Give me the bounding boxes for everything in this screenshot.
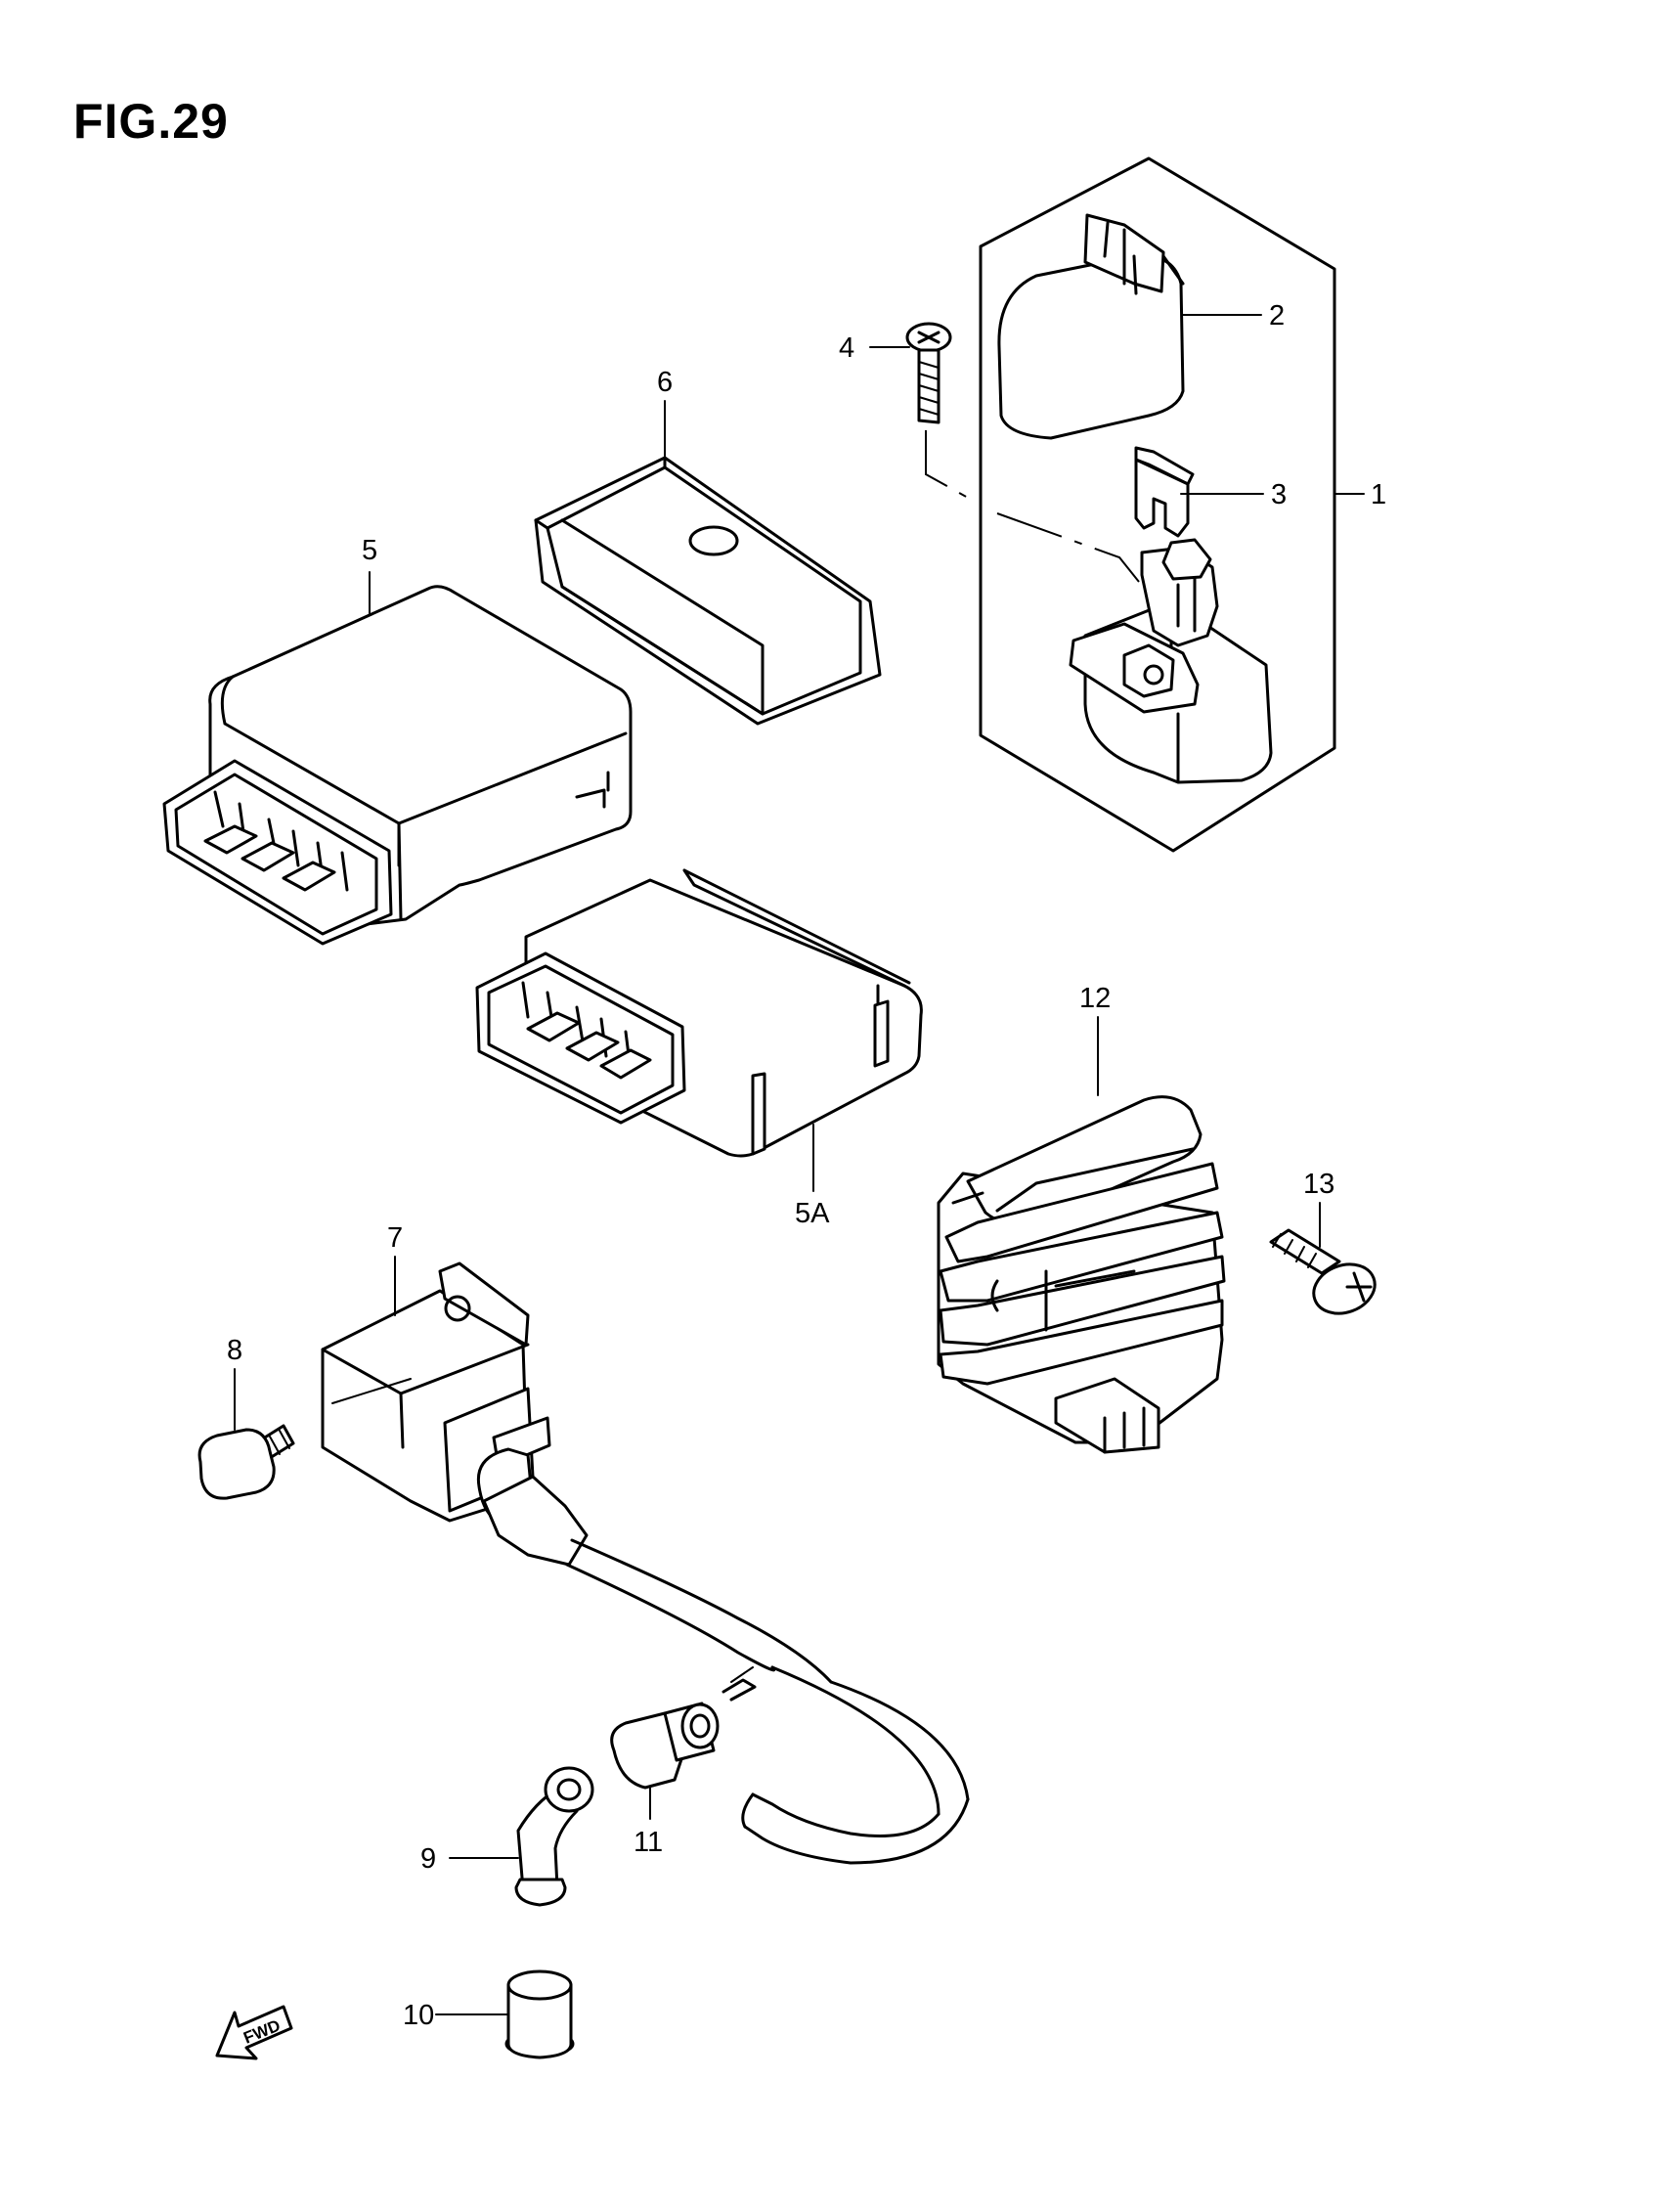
- part-13-bolt: [1269, 1228, 1377, 1315]
- fwd-arrow-icon: FWD: [215, 2005, 293, 2060]
- callout-8: 8: [227, 1335, 242, 1366]
- part-12-regulator-rectifier: [937, 1095, 1226, 1454]
- callout-11: 11: [634, 1827, 663, 1858]
- callout-2: 2: [1269, 300, 1285, 332]
- fwd-label: FWD: [241, 2016, 283, 2048]
- part-8-bolt: [197, 1424, 295, 1500]
- part-3-fuse: [1134, 446, 1195, 538]
- figure-title: FIG.29: [73, 94, 229, 149]
- starter-relay-body: [1069, 538, 1273, 784]
- part-2-relay-cover: [997, 213, 1185, 440]
- callout-4: 4: [839, 332, 854, 364]
- part-4-screw: [905, 322, 952, 424]
- part-9-plug-cap: [514, 1766, 594, 1907]
- assembly-leader-4: [925, 430, 1140, 583]
- part-11-plug-cap-connector: [610, 1702, 720, 1790]
- callout-3: 3: [1271, 479, 1287, 510]
- callout-6: 6: [657, 367, 673, 398]
- callout-12: 12: [1079, 983, 1111, 1014]
- part-7-ignition-coil: [321, 1261, 970, 1865]
- callout-5a: 5A: [795, 1198, 830, 1229]
- callout-1: 1: [1371, 479, 1386, 510]
- assembly-leader-8: [331, 1378, 412, 1404]
- assembly-leader-11b: [730, 1666, 754, 1683]
- relay-assembly-group: 1 2 3: [925, 156, 1386, 853]
- callout-5: 5: [362, 535, 377, 566]
- part-5-ecu-unit: [162, 585, 633, 946]
- part-10-rubber-seal: [504, 1969, 575, 2059]
- callout-13: 13: [1303, 1169, 1334, 1200]
- part-5a-ecu-unit: [475, 868, 923, 1158]
- callout-9: 9: [420, 1843, 436, 1875]
- assembly-boundary: [979, 156, 1336, 853]
- callout-7: 7: [387, 1222, 403, 1254]
- assembly-leader-11: [722, 1678, 757, 1702]
- callout-10: 10: [403, 2000, 434, 2031]
